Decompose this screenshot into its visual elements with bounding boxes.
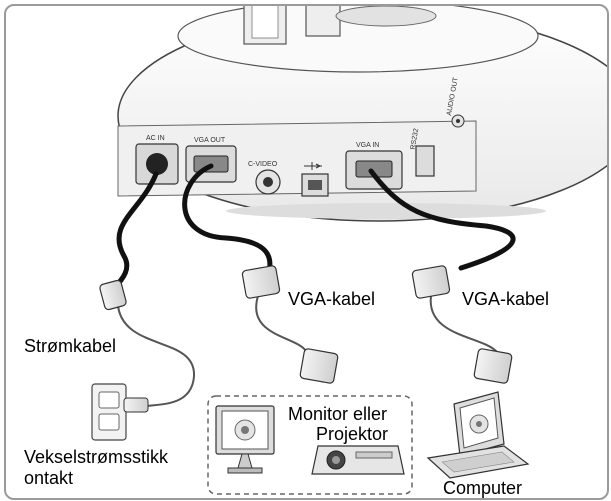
vga-in-cable-black [368,168,516,271]
camera-base-shadow [226,203,546,219]
vga-connector-bottom-left [299,348,339,384]
label-vga-cable-right: VGA-kabel [462,289,550,309]
vga-connector-bottom-right [473,348,513,384]
port-label-vga-in: VGA IN [356,142,379,149]
usb-icon [304,162,322,170]
port-c-video [255,169,281,195]
vga-out-cable-thin [255,295,307,352]
document-camera: AC IN VGA OUT C-VIDEO VGA IN RS232 AUDIO… [117,6,607,222]
label-monitor-line1: Monitor eller [288,404,388,424]
vga-in-cable-thin [429,295,497,352]
port-vga-in [345,150,403,190]
label-monitor-line2: Projektor [316,424,389,444]
connection-diagram: AC IN VGA OUT C-VIDEO VGA IN RS232 AUDIO… [91,6,607,495]
camera-arm-inner [251,6,279,39]
port-ac-in [135,143,179,185]
vga-connector-top-left [241,265,281,299]
display-devices-box [207,395,413,495]
port-label-c-video: C-VIDEO [248,161,278,168]
vga-out-cable-black [182,163,273,279]
label-computer: Computer [443,478,523,498]
laptop-computer [426,391,530,479]
power-plug [99,279,127,311]
diagram-frame: AC IN VGA OUT C-VIDEO VGA IN RS232 AUDIO… [4,4,609,500]
camera-arm-2 [305,6,341,37]
label-power-cable: Strømkabel [24,336,117,356]
vga-connector-top-right [411,265,451,299]
port-audio-out [451,114,465,128]
ac-wall-outlet [91,383,149,441]
projector [311,445,405,475]
port-label-rs232: RS232 [410,128,421,150]
label-ac-outlet-line2: ontakt [24,468,74,488]
power-cable-thin [117,305,196,407]
cables [111,163,516,407]
power-cable-black [111,171,159,291]
label-ac-outlet-line1: Vekselstrømsstikk [24,447,169,467]
monitor [215,405,275,474]
control-panel [335,6,437,27]
port-label-ac-in: AC IN [146,135,165,142]
port-label-vga-out: VGA OUT [194,137,226,144]
label-vga-cable-left: VGA-kabel [288,289,376,309]
port-rs232 [415,145,435,177]
port-usb [301,173,329,197]
